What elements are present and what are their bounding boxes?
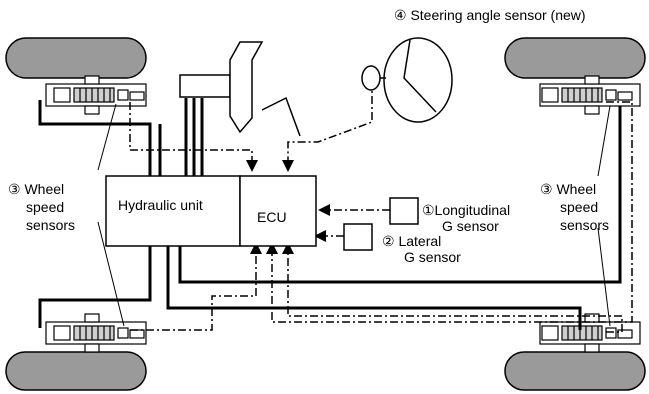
tire-front-left (5, 37, 147, 79)
wheel-sensor-left-line1: ③ Wheel (8, 181, 64, 197)
tire-front-right (504, 37, 646, 79)
wheel-sensor-left-line3: sensors (26, 217, 75, 233)
wheel-sensor-right-line1: ③ Wheel (540, 181, 596, 197)
longitudinal-label-line1: ①Longitudinal (422, 202, 510, 218)
signal-arrowheads (246, 160, 330, 254)
ecu-box (239, 175, 317, 247)
hydraulic-brake-lines (38, 98, 622, 330)
steering-angle-sensor (361, 37, 453, 123)
lateral-label-line1: ② Lateral (382, 233, 441, 249)
hydraulic-unit-box (105, 175, 241, 247)
wheel-sensor-right-line3: sensors (560, 217, 609, 233)
wheel-hub-rear-right (539, 313, 641, 353)
ecu-label: ECU (257, 209, 287, 225)
steering-sensor-label: ④ Steering angle sensor (new) (394, 7, 586, 23)
lateral-label-line2: G sensor (404, 249, 461, 265)
lateral-g-sensor (343, 223, 373, 251)
sensor-signal-wires (129, 80, 633, 333)
wheel-hub-front-left (45, 75, 147, 115)
steering-column-assembly (179, 41, 301, 137)
wheel-sensor-right-line2: speed (560, 199, 598, 215)
leader-lines (97, 103, 611, 327)
hydraulic-unit-label: Hydraulic unit (118, 197, 203, 213)
longitudinal-g-sensor (389, 197, 419, 225)
wheel-hub-rear-left (45, 313, 147, 353)
longitudinal-label-line2: G sensor (442, 218, 499, 234)
tire-rear-left (5, 351, 147, 391)
wheel-sensor-left-line2: speed (26, 199, 64, 215)
wheel-hub-front-right (539, 75, 641, 115)
tire-rear-right (504, 351, 646, 391)
